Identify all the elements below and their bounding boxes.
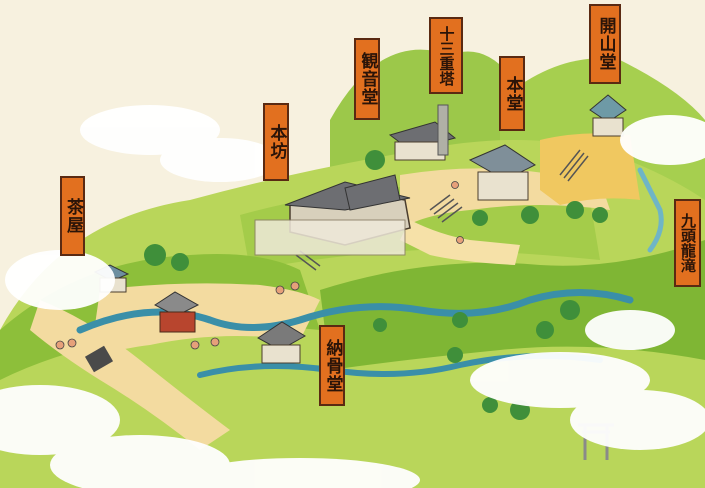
label-nokotsudo[interactable]: 納骨堂: [319, 325, 345, 406]
pagoda: [437, 104, 449, 156]
label-chaya-text: 茶屋: [63, 198, 83, 234]
label-kuryu-no-taki[interactable]: 九頭龍滝: [674, 199, 701, 287]
trees: [144, 150, 608, 420]
label-kuryu-no-taki-text: 九頭龍滝: [679, 213, 697, 273]
bridge: [84, 345, 114, 373]
label-kaisando-text: 開山堂: [595, 17, 616, 71]
waterfall-stream: [637, 167, 664, 253]
path-lower: [30, 300, 230, 450]
building-kaisando: [589, 94, 627, 137]
label-jusanjuto[interactable]: 十三重塔: [429, 17, 463, 94]
visitors: [55, 181, 464, 350]
label-nokotsudo-text: 納骨堂: [322, 338, 343, 393]
label-chaya[interactable]: 茶屋: [60, 176, 85, 256]
label-hombo[interactable]: 本坊: [263, 103, 289, 181]
label-jusanjuto-text: 十三重塔: [437, 25, 456, 86]
label-kannondo-text: 観音堂: [357, 52, 378, 106]
label-hondo-text: 本堂: [502, 75, 523, 112]
label-kannondo[interactable]: 観音堂: [354, 38, 380, 120]
building-red-hall: [154, 291, 200, 333]
stairs: [295, 149, 589, 271]
building-nokotsudo: [257, 321, 306, 364]
label-kaisando[interactable]: 開山堂: [589, 4, 621, 84]
building-hondo: [468, 144, 536, 201]
label-hondo[interactable]: 本堂: [499, 56, 525, 131]
clouds: [0, 105, 705, 488]
label-hombo-text: 本坊: [266, 124, 287, 160]
path-stairs-area: [540, 133, 640, 205]
building-honbo: [254, 174, 411, 256]
